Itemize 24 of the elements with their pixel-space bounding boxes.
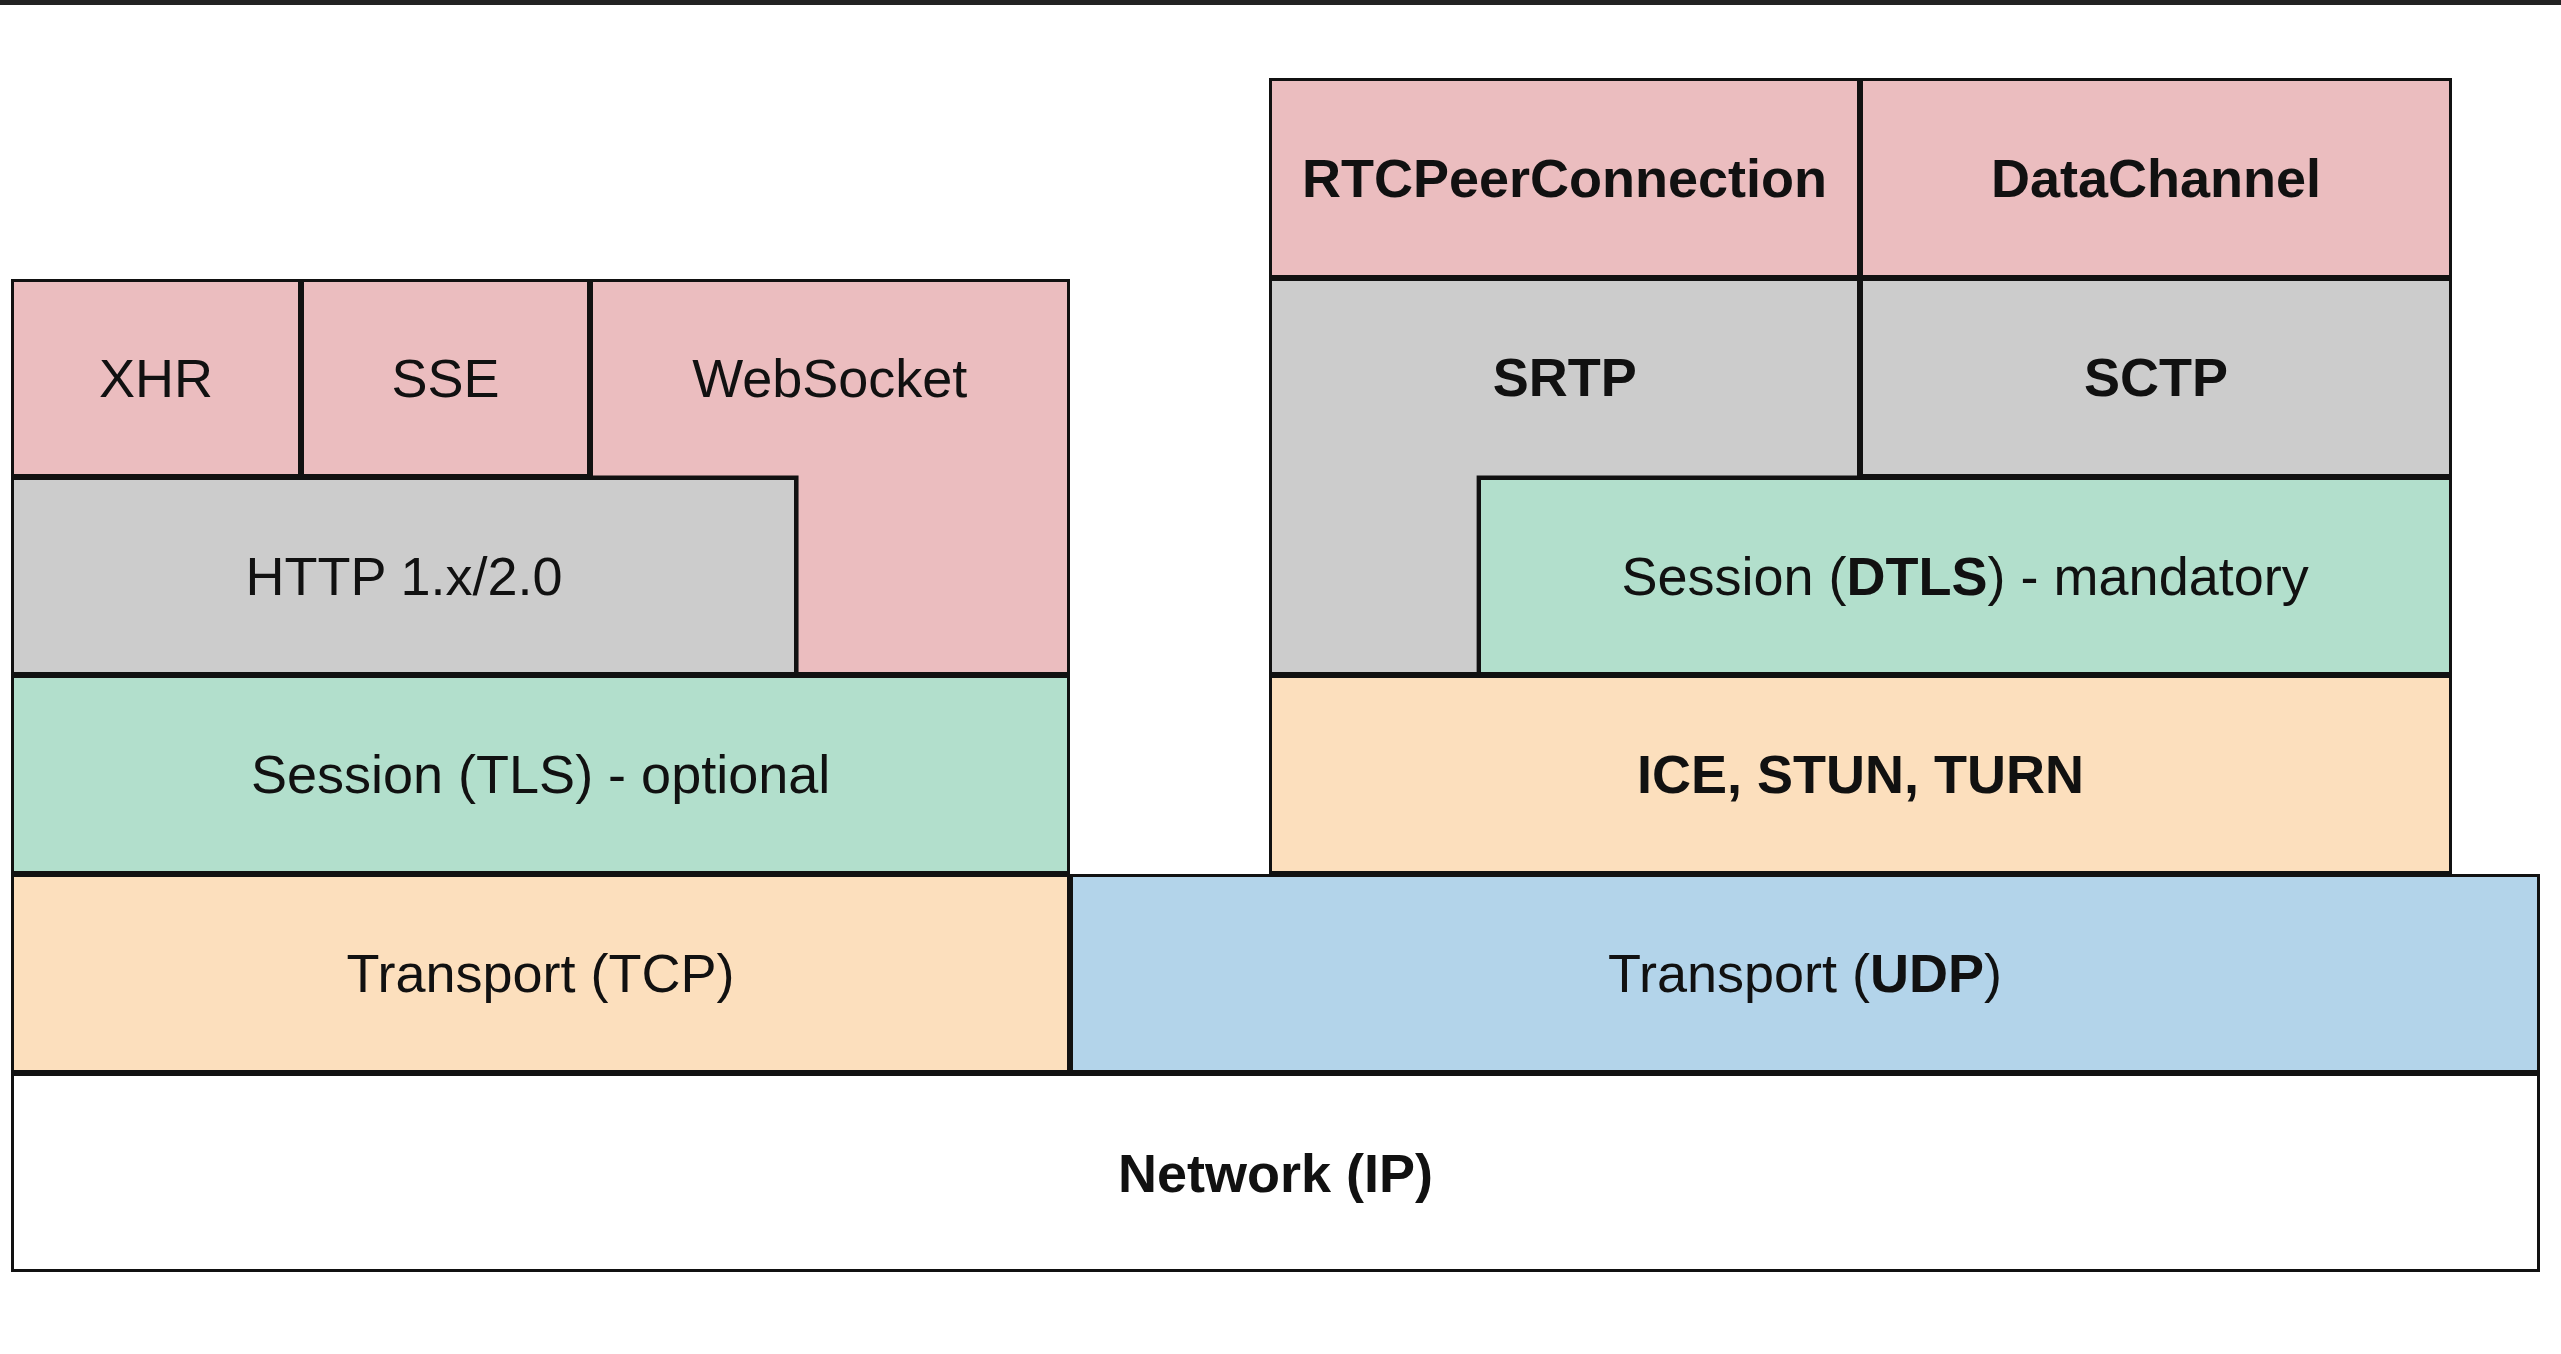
protocol-layer bbox=[1269, 78, 1860, 278]
layer-label: RTCPeerConnection bbox=[1302, 151, 1828, 205]
protocol-layer bbox=[301, 279, 590, 477]
protocol-layer bbox=[1269, 675, 2452, 874]
protocol-layer bbox=[11, 477, 797, 675]
layer-label: SCTP bbox=[2084, 350, 2229, 405]
layer-label: SRTP bbox=[1492, 350, 1637, 405]
layer-label: ICE, STUN, TURN bbox=[1637, 747, 2084, 802]
protocol-layer bbox=[11, 675, 1070, 874]
protocol-layer bbox=[1478, 477, 2452, 675]
layer-label: Transport (UDP) bbox=[1608, 946, 2003, 1001]
protocol-layer bbox=[11, 279, 301, 477]
layer-label: Transport (TCP) bbox=[346, 946, 735, 1001]
layer-label: Session (TLS) - optional bbox=[251, 747, 831, 802]
protocol-layer bbox=[1860, 78, 2452, 278]
protocol-layer bbox=[11, 874, 1070, 1073]
protocol-layer bbox=[1070, 874, 2540, 1073]
layer-label: HTTP 1.x/2.0 bbox=[245, 548, 563, 603]
layer-label: WebSocket bbox=[692, 351, 968, 406]
layer-label: XHR bbox=[99, 351, 213, 406]
layer-label: DataChannel bbox=[1991, 151, 2322, 205]
layer-label: SSE bbox=[391, 351, 500, 406]
protocol-layer bbox=[1860, 278, 2452, 477]
protocol-layer bbox=[11, 1073, 2540, 1272]
